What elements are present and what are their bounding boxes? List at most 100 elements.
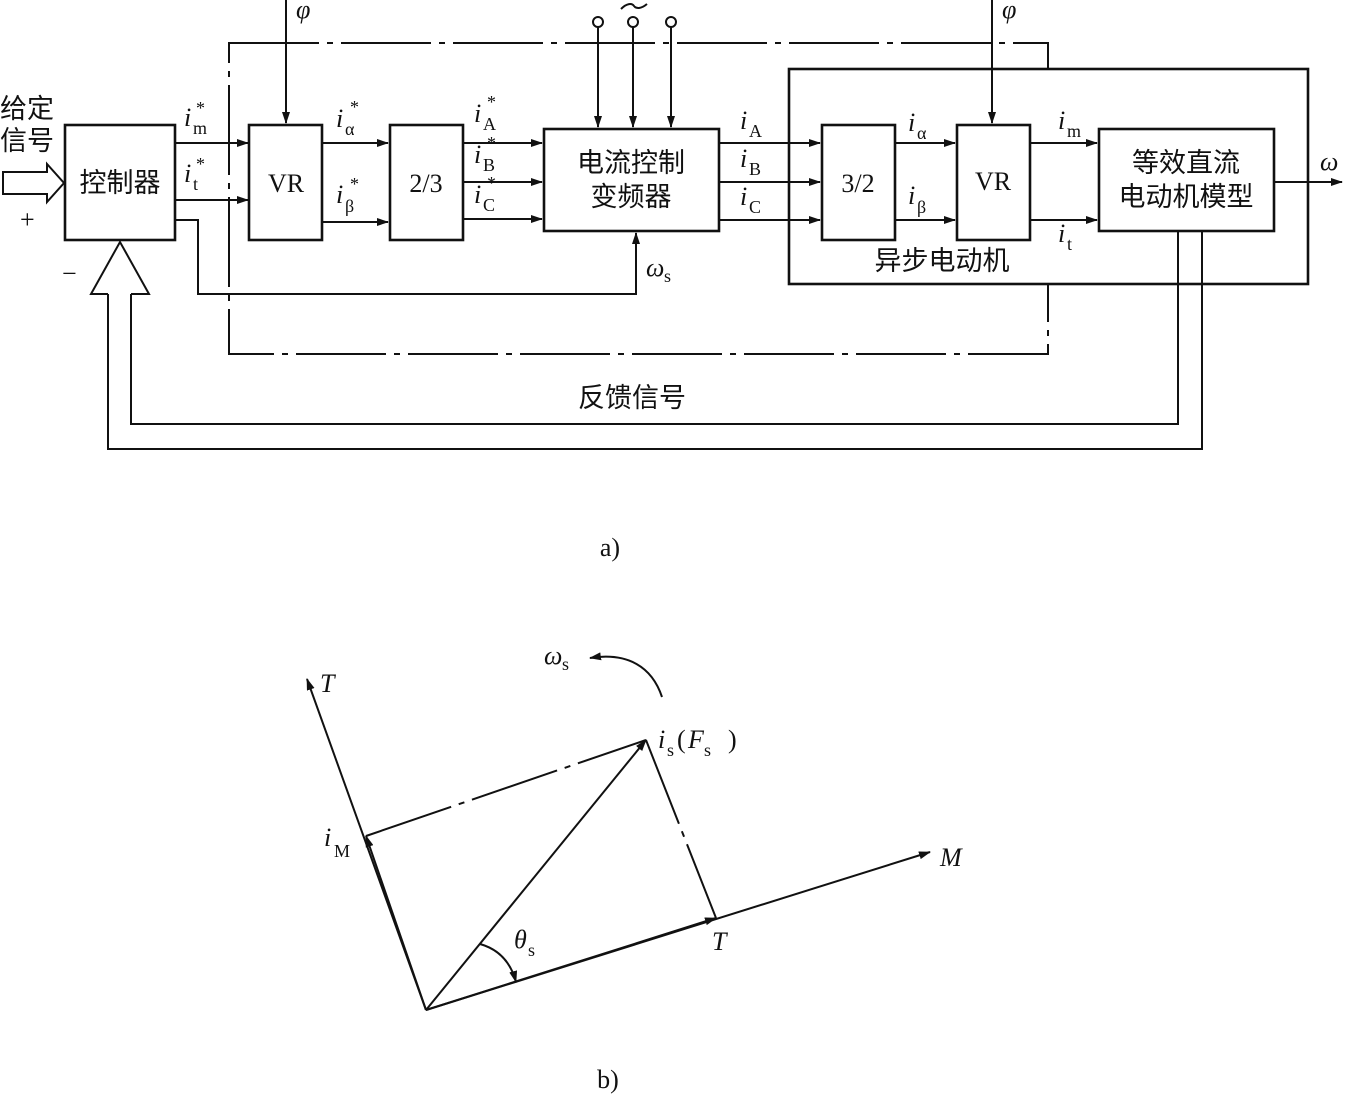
svg-text:C: C [749,197,761,217]
iB-star-label: i B * [474,133,496,175]
iM-label: i M [324,823,350,861]
ibeta-star-label: i β * [336,174,359,216]
dcmodel-label-2: 电动机模型 [1119,182,1254,213]
svg-text:α: α [917,123,927,143]
ibeta-label: i β [908,181,926,217]
feedback-label: 反馈信号 [578,383,686,414]
ialpha-label: i α [908,108,927,143]
im-star-label: i m * [184,98,207,138]
ac-tilde [620,3,648,10]
svg-text:i: i [474,99,481,128]
conv23-label: 2/3 [409,169,442,198]
is-vector [425,739,647,1011]
theta-arc [479,943,518,983]
svg-text:s: s [528,940,535,960]
inverter-label-2: 变频器 [591,182,672,213]
svg-text:F: F [687,725,705,754]
given-label-1: 给定 [0,94,54,125]
omega-s-vector-label: ω s [544,641,569,674]
inverter-label-1: 电流控制 [577,148,685,179]
T-proj-label: T [712,927,728,956]
svg-text:i: i [740,144,747,173]
svg-text:i: i [336,104,343,133]
ac-supply-terminals [592,16,677,128]
M-axis-label: M [939,843,963,872]
vr2-block [955,123,1032,242]
svg-text:s: s [562,654,569,674]
given-label-2: 信号 [0,126,54,157]
svg-text:A: A [483,114,496,134]
svg-text:*: * [196,98,205,118]
svg-text:m: m [193,118,207,138]
svg-text:A: A [749,121,762,141]
is-Fs-label: i s ( F s ) [658,725,737,760]
theta-s-label: θ s [514,925,535,960]
parallelogram-right [645,739,717,919]
dcmodel-block [1097,127,1276,233]
svg-text:B: B [483,155,495,175]
svg-text:t: t [193,174,198,194]
im-label: i m [1058,106,1081,141]
svg-text:*: * [350,97,359,117]
svg-text:i: i [184,159,191,188]
vr1-block [247,123,324,242]
it-star-label: i t * [184,154,205,194]
svg-text:i: i [740,106,747,135]
svg-text:*: * [350,174,359,194]
svg-text:i: i [1058,106,1065,135]
svg-text:i: i [740,182,747,211]
svg-text:i: i [474,140,481,169]
svg-text:i: i [324,823,331,852]
ialpha-star-label: i α * [336,97,359,139]
svg-text:*: * [487,173,496,193]
svg-text:C: C [483,195,495,215]
svg-text:ω: ω [646,253,664,282]
phi-vr2-label: φ [1002,0,1016,24]
svg-text:i: i [908,108,915,137]
conv23-block [388,123,465,242]
omega-s-rotation-arc [589,652,663,698]
svg-text:α: α [345,119,355,139]
phi-vr1-label: φ [296,0,310,24]
motor-label: 异步电动机 [875,246,1010,277]
it-label: i t [1058,219,1072,254]
T-axis-label: T [320,669,336,698]
svg-text:ω: ω [544,641,562,670]
svg-text:*: * [487,92,496,112]
svg-text:s: s [667,740,674,760]
svg-text:*: * [487,133,496,153]
svg-text:*: * [196,154,205,174]
iM-component [365,835,427,1011]
svg-text:θ: θ [514,925,527,954]
iC-label: i C [740,182,761,217]
inverter-block [542,127,721,233]
conv32-block [820,123,897,242]
vr1-label: VR [268,169,305,198]
svg-text:i: i [474,180,481,209]
caption-a: a) [600,533,620,562]
svg-text:s: s [704,740,711,760]
iC-star-label: i C * [474,173,496,215]
controller-block [63,123,177,242]
iA-star-label: i A * [474,92,496,134]
svg-text:t: t [1067,234,1072,254]
iA-label: i A [740,106,762,141]
feedback-path [89,231,1203,450]
dcmodel-label-1: 等效直流 [1132,148,1240,179]
svg-text:B: B [749,159,761,179]
T-component [425,917,717,1011]
plus-sign: + [20,205,35,234]
iB-label: i B [740,144,761,179]
conv32-label: 3/2 [841,169,874,198]
svg-text:i: i [658,725,665,754]
svg-text:m: m [1067,121,1081,141]
svg-text:i: i [1058,219,1065,248]
svg-text:β: β [345,196,354,216]
svg-text:i: i [184,103,191,132]
given-hollow-arrow [2,161,66,205]
omega-output-label: ω [1320,147,1338,176]
svg-text:β: β [917,197,926,217]
omega-s-inverter-label: ω s [646,253,671,286]
controller-label: 控制器 [80,168,161,199]
